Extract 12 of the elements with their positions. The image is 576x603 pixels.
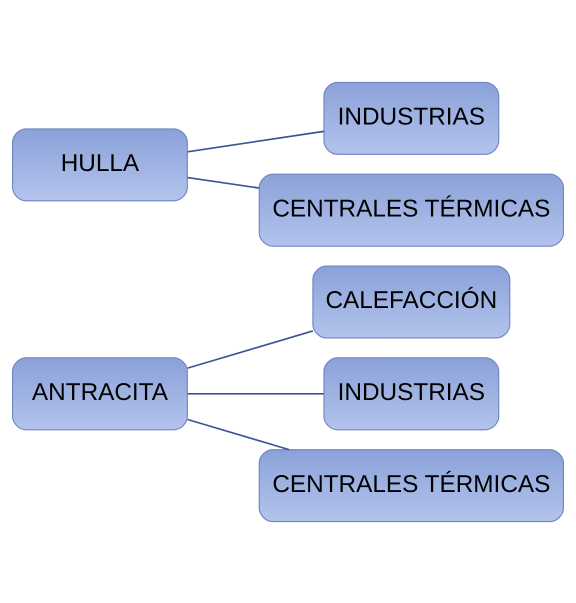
connector xyxy=(188,392,324,394)
connector xyxy=(187,176,260,188)
connector xyxy=(187,130,324,152)
connector xyxy=(187,330,314,368)
connector xyxy=(187,418,290,450)
node-box: CALEFACCIÓN xyxy=(312,265,510,338)
node-box: CENTRALES TÉRMICAS xyxy=(258,173,564,246)
node-box: ANTRACITA xyxy=(12,356,188,430)
node-box: INDUSTRIAS xyxy=(323,356,500,430)
node-box: INDUSTRIAS xyxy=(323,81,500,154)
node-box: CENTRALES TÉRMICAS xyxy=(258,448,564,522)
node-box: HULLA xyxy=(12,128,188,201)
